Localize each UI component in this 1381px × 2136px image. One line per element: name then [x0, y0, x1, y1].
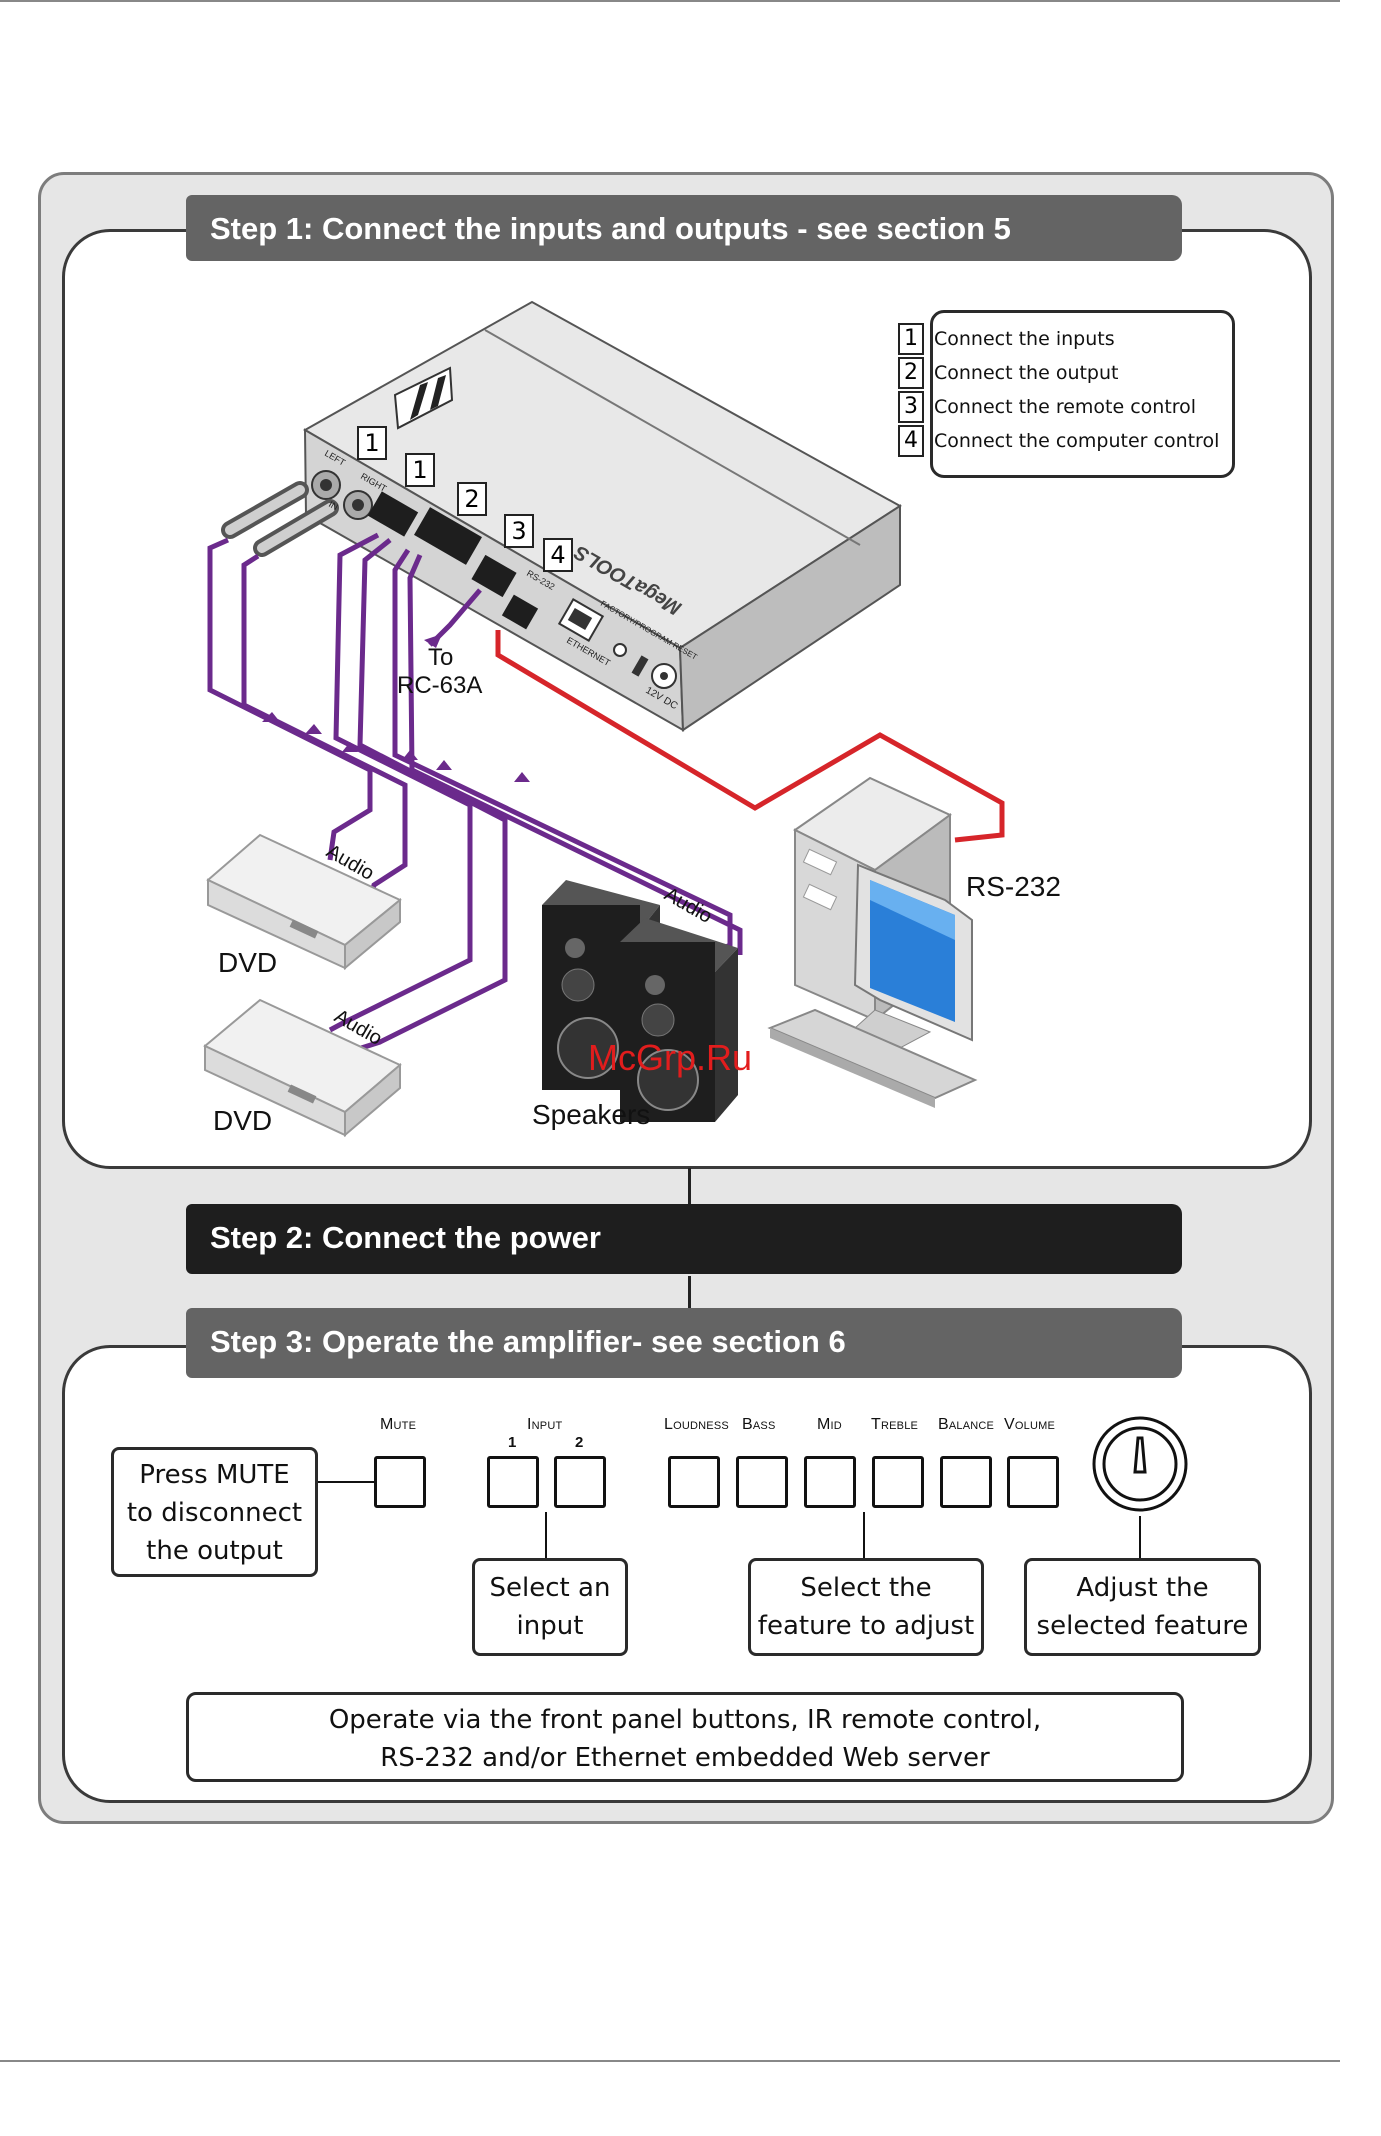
- mid-button[interactable]: [804, 1456, 856, 1508]
- volume-button[interactable]: [1007, 1456, 1059, 1508]
- step-tag-4: 4: [543, 538, 573, 572]
- dvd2-label: DVD: [213, 1105, 272, 1136]
- mute-callout-line: the output: [146, 1536, 283, 1566]
- operation-note: Operate via the front panel buttons, IR …: [186, 1692, 1184, 1782]
- legend-text: Connect the output: [934, 362, 1119, 384]
- legend-item: 4 Connect the computer control: [898, 424, 1238, 458]
- step-tag-3: 3: [504, 514, 534, 548]
- operation-note-line: RS-232 and/or Ethernet embedded Web serv…: [380, 1743, 990, 1773]
- volume-label: Volume: [1004, 1416, 1055, 1433]
- dvd1-label: DVD: [218, 947, 277, 978]
- loudness-button[interactable]: [668, 1456, 720, 1508]
- volume-knob[interactable]: [1090, 1414, 1190, 1514]
- rs232-cable: [495, 630, 1005, 843]
- legend-item: 2 Connect the output: [898, 356, 1238, 390]
- legend-text: Connect the computer control: [934, 430, 1220, 452]
- callout-leaders: [317, 1481, 1141, 1560]
- step3-banner: Step 3: Operate the amplifier- see secti…: [186, 1308, 1182, 1378]
- step-tag-2: 2: [457, 482, 487, 516]
- bass-button[interactable]: [736, 1456, 788, 1508]
- legend-num: 3: [898, 391, 924, 423]
- to-label: To: [428, 644, 453, 671]
- legend-text: Connect the remote control: [934, 396, 1197, 418]
- input-1-button[interactable]: [487, 1456, 539, 1508]
- treble-button[interactable]: [872, 1456, 924, 1508]
- input-callout-line: Select an: [489, 1573, 611, 1603]
- mute-callout-line: Press MUTE: [139, 1460, 290, 1490]
- legend-num: 1: [898, 323, 924, 355]
- mid-label: Mid: [817, 1416, 842, 1433]
- rc63a-label: RC-63A: [397, 672, 482, 699]
- loudness-label: Loudness: [664, 1416, 729, 1433]
- rca-plugs: [221, 481, 339, 557]
- mute-callout: Press MUTE to disconnect the output: [111, 1447, 318, 1577]
- legend-text: Connect the inputs: [934, 328, 1115, 350]
- step-tag-1a: 1: [357, 426, 387, 460]
- legend-item: 3 Connect the remote control: [898, 390, 1238, 424]
- audio-cable-arrows: [262, 634, 530, 782]
- input-label: Input: [527, 1416, 563, 1433]
- watermark: McGrp.Ru: [588, 1037, 752, 1078]
- balance-button[interactable]: [940, 1456, 992, 1508]
- adjust-callout-line: selected feature: [1036, 1611, 1249, 1641]
- connector-line-2: [688, 1276, 691, 1310]
- adjust-callout-line: Adjust the: [1076, 1573, 1209, 1603]
- input-callout-line: input: [516, 1611, 584, 1641]
- speakers-label: Speakers: [532, 1099, 650, 1130]
- input-2-label: 2: [575, 1434, 584, 1451]
- mute-button[interactable]: [374, 1456, 426, 1508]
- connection-diagram: To RC-63A RS-232 DVD DVD Speakers Audio …: [203, 300, 1061, 1138]
- rs232-label: RS-232: [966, 871, 1061, 902]
- audio-cables: [207, 532, 743, 1061]
- device-in-label: IN: [327, 499, 340, 512]
- step1-banner: Step 1: Connect the inputs and outputs -…: [186, 195, 1182, 261]
- speakers: [542, 880, 738, 1122]
- operation-note-line: Operate via the front panel buttons, IR …: [328, 1705, 1042, 1735]
- legend-item: 1 Connect the inputs: [898, 322, 1238, 356]
- bass-label: Bass: [742, 1416, 776, 1433]
- input-callout: Select an input: [472, 1558, 628, 1656]
- feature-callout-line: Select the: [800, 1573, 932, 1603]
- top-rule: [0, 0, 1340, 2]
- legend-num: 2: [898, 357, 924, 389]
- connector-line-1: [688, 1168, 691, 1208]
- legend-box: [930, 310, 1235, 478]
- feature-callout: Select the feature to adjust: [748, 1558, 984, 1656]
- legend-num: 4: [898, 425, 924, 457]
- dvd-player-1: [206, 833, 402, 971]
- mute-label: Mute: [380, 1416, 417, 1433]
- computer: [767, 776, 978, 1108]
- dvd-player-2: [203, 998, 402, 1138]
- input-2-button[interactable]: [554, 1456, 606, 1508]
- amplifier-device: [302, 300, 902, 732]
- treble-label: Treble: [871, 1416, 919, 1433]
- mute-callout-line: to disconnect: [126, 1498, 303, 1528]
- balance-label: Balance: [938, 1416, 995, 1433]
- step-tag-1b: 1: [405, 453, 435, 487]
- bottom-rule: [0, 2060, 1340, 2062]
- step2-banner: Step 2: Connect the power: [186, 1204, 1182, 1274]
- adjust-callout: Adjust the selected feature: [1024, 1558, 1261, 1656]
- input-1-label: 1: [508, 1434, 517, 1451]
- feature-callout-line: feature to adjust: [757, 1611, 975, 1641]
